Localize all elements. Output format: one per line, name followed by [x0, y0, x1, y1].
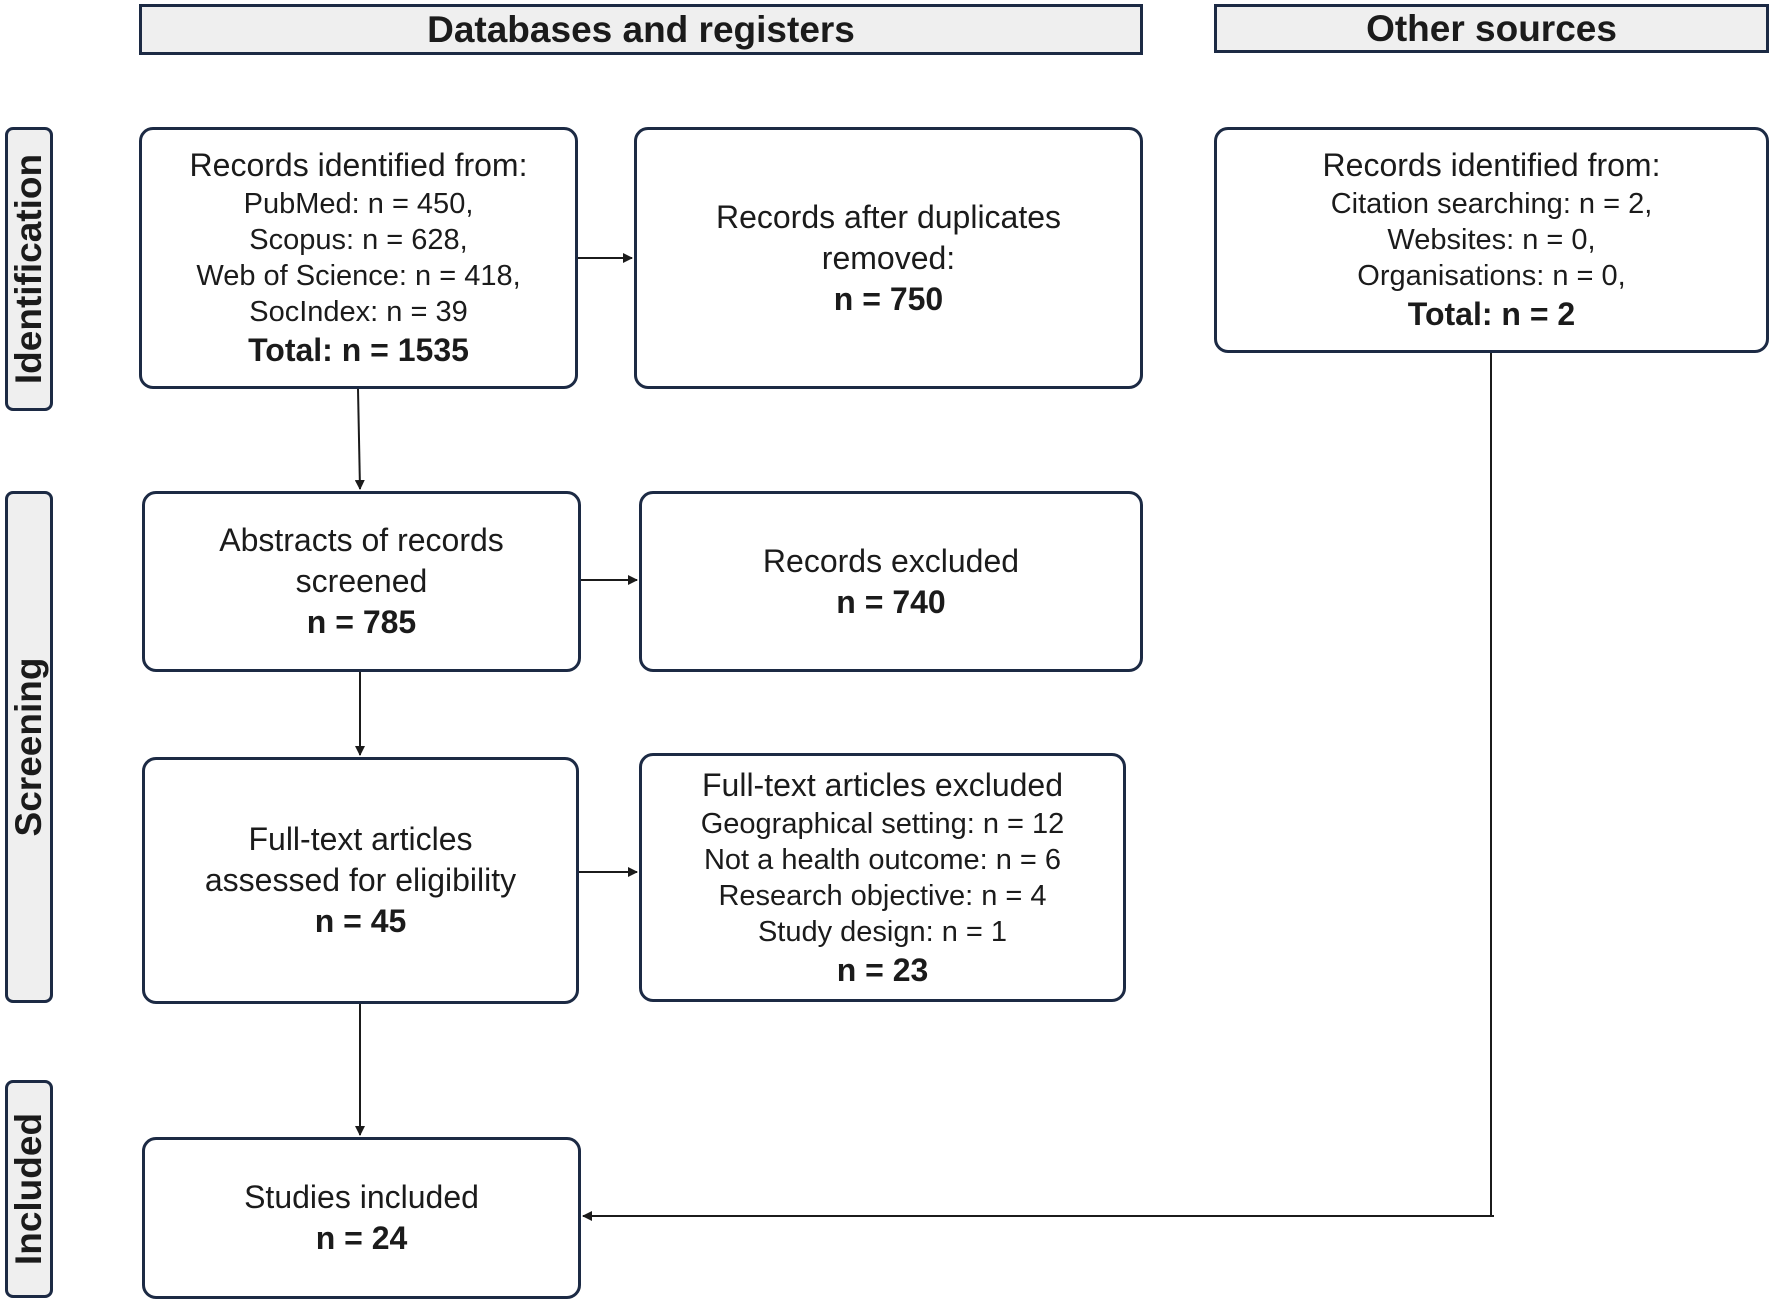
count-label: n = 750 — [833, 280, 944, 317]
abstracts-screened-box: Abstracts of records screened n = 785 — [142, 491, 581, 672]
source-scopus: Scopus: n = 628, — [249, 224, 468, 256]
count-label: n = 785 — [306, 604, 417, 640]
records-after-duplicates-box: Records after duplicates removed: n = 75… — [634, 127, 1143, 389]
box-line: Full-text articles — [248, 821, 473, 857]
count-label: n = 23 — [836, 951, 929, 988]
box-line: screened — [295, 563, 428, 599]
arrow-identified-to-screened — [354, 388, 365, 490]
source-websites: Websites: n = 0, — [1387, 224, 1596, 256]
other-sources-header: Other sources — [1214, 4, 1769, 53]
phase-identification: Identification — [5, 127, 53, 411]
fulltext-assessed-box: Full-text articles assessed for eligibil… — [142, 757, 579, 1004]
box-line: Records excluded — [762, 542, 1020, 579]
source-pubmed: PubMed: n = 450, — [243, 188, 474, 220]
total-count: Total: n = 1535 — [248, 332, 469, 368]
fulltext-excluded-box: Full-text articles excluded Geographical… — [639, 753, 1126, 1002]
phase-identification-label: Identification — [8, 153, 49, 385]
reason-geographical-setting: Geographical setting: n = 12 — [700, 807, 1065, 840]
box-line: assessed for eligibility — [204, 862, 517, 898]
box-line: removed: — [821, 239, 956, 276]
source-citation-searching: Citation searching: n = 2, — [1330, 188, 1653, 220]
count-label: n = 24 — [315, 1220, 408, 1256]
databases-header: Databases and registers — [139, 4, 1143, 55]
box-heading: Records identified from: — [189, 147, 528, 183]
reason-study-design: Study design: n = 1 — [757, 915, 1008, 948]
phase-screening: Screening — [5, 491, 53, 1003]
box-heading: Records identified from: — [1322, 147, 1661, 183]
records-identified-other-box: Records identified from: Citation search… — [1214, 127, 1769, 353]
count-label: n = 45 — [314, 903, 407, 939]
records-identified-databases-box: Records identified from: PubMed: n = 450… — [139, 127, 578, 389]
total-count: Total: n = 2 — [1407, 296, 1576, 332]
box-line: Studies included — [244, 1179, 479, 1215]
phase-included-label: Included — [8, 1112, 49, 1266]
reason-not-health-outcome: Not a health outcome: n = 6 — [703, 843, 1062, 876]
phase-screening-label: Screening — [8, 657, 49, 837]
box-heading: Full-text articles excluded — [701, 766, 1064, 803]
count-label: n = 740 — [836, 583, 946, 620]
reason-research-objective: Research objective: n = 4 — [718, 879, 1047, 912]
databases-header-label: Databases and registers — [427, 8, 855, 50]
phase-included: Included — [5, 1080, 53, 1298]
records-excluded-box: Records excluded n = 740 — [639, 491, 1143, 672]
other-sources-header-label: Other sources — [1366, 7, 1617, 49]
studies-included-box: Studies included n = 24 — [142, 1137, 581, 1299]
box-line: Abstracts of records — [219, 522, 504, 558]
source-socindex: SocIndex: n = 39 — [249, 296, 468, 328]
source-organisations: Organisations: n = 0, — [1357, 260, 1626, 292]
source-web-of-science: Web of Science: n = 418, — [196, 260, 521, 292]
box-line: Records after duplicates — [715, 198, 1062, 235]
